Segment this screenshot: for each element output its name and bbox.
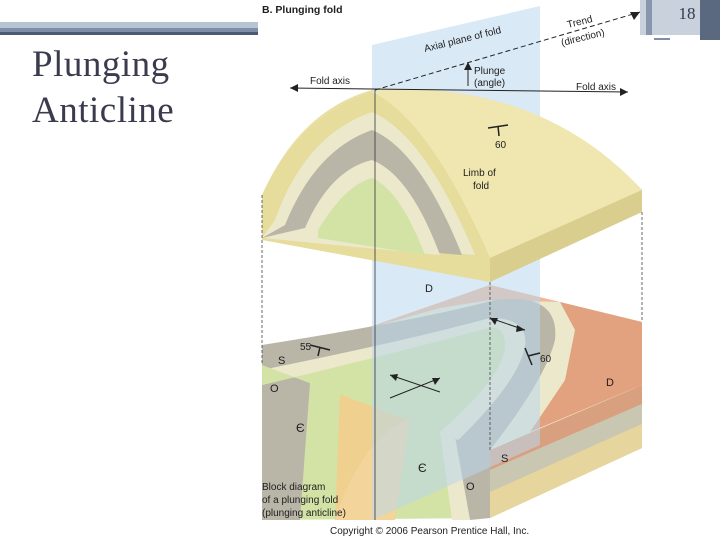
plunge-label: Plunge bbox=[474, 66, 506, 77]
trend-sub-label: (direction) bbox=[560, 27, 606, 48]
dip-55-label: 55 bbox=[300, 342, 312, 353]
unit-d-back-label: D bbox=[425, 283, 433, 295]
caption-line-3: (plunging anticline) bbox=[262, 508, 346, 519]
limb-label-1: Limb of bbox=[463, 168, 496, 179]
unit-d-right-label: D bbox=[606, 377, 614, 389]
copyright-notice: Copyright © 2006 Pearson Prentice Hall, … bbox=[330, 526, 529, 537]
unit-o-left-label: O bbox=[270, 383, 279, 395]
unit-s-left-label: S bbox=[278, 355, 285, 367]
plunge-sub-label: (angle) bbox=[474, 78, 505, 89]
limb-label-2: fold bbox=[473, 181, 489, 192]
caption-line-1: Block diagram bbox=[262, 482, 325, 493]
caption-line-2: of a plunging fold bbox=[262, 495, 338, 506]
figure-heading: B. Plunging fold bbox=[262, 4, 342, 16]
dip-60-upper-label: 60 bbox=[495, 140, 507, 151]
dip-60-map-label: 60 bbox=[540, 354, 552, 365]
unit-s-front-label: S bbox=[501, 453, 508, 465]
trend-label: Trend bbox=[566, 14, 594, 31]
fold-axis-left-label: Fold axis bbox=[310, 76, 350, 87]
unit-cambrian-1-label: Є bbox=[296, 421, 305, 435]
fold-axis-right-label: Fold axis bbox=[576, 82, 616, 93]
unit-o-front-label: O bbox=[466, 481, 475, 493]
unit-cambrian-2-label: Є bbox=[418, 461, 427, 475]
